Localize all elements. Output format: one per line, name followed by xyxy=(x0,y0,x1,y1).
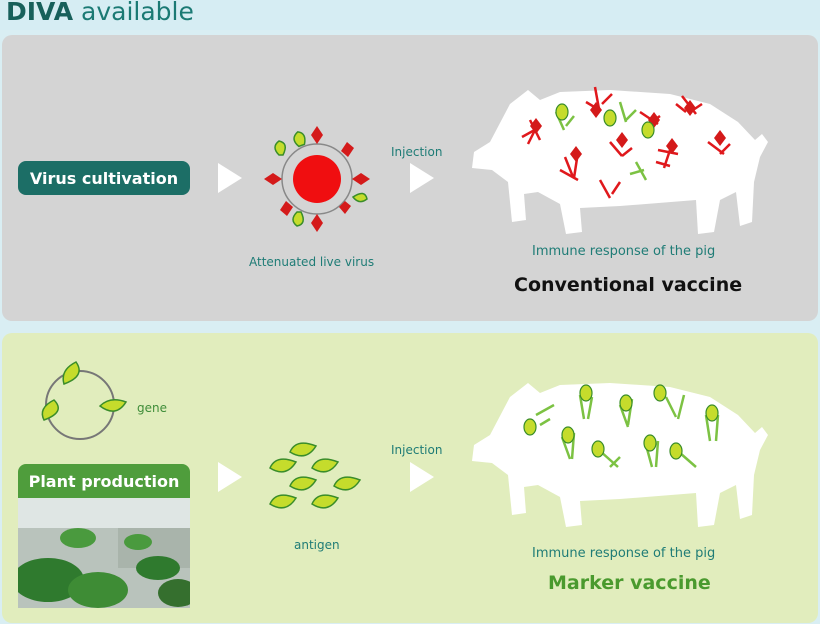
header-bar: DIVA available xyxy=(0,0,820,30)
antigen-leaf-icon xyxy=(269,442,362,509)
injection-label-top: Injection xyxy=(391,145,443,159)
antigen-label: antigen xyxy=(294,538,340,552)
immune-response-label-top: Immune response of the pig xyxy=(532,244,716,259)
plant-production-label: Plant production xyxy=(18,464,190,498)
page-title: DIVA available xyxy=(6,0,194,26)
gene-label: gene xyxy=(137,401,167,415)
pig-icon xyxy=(472,383,768,527)
title-bold: DIVA xyxy=(6,0,74,26)
arrow-icon xyxy=(410,462,434,492)
gene-cycle-icon xyxy=(41,361,128,440)
marker-vaccine-title: Marker vaccine xyxy=(548,572,711,594)
plant-photo xyxy=(18,498,190,608)
arrow-icon xyxy=(218,462,242,492)
pig-icon xyxy=(472,86,768,234)
conventional-vaccine-title: Conventional vaccine xyxy=(514,274,743,296)
virus-icon xyxy=(264,126,370,232)
arrow-icon xyxy=(410,163,434,193)
arrow-icon xyxy=(218,163,242,193)
injection-label-bottom: Injection xyxy=(391,443,443,457)
immune-response-label-bottom: Immune response of the pig xyxy=(532,546,716,561)
virus-label: Attenuated live virus xyxy=(249,255,375,269)
plant-photo-art xyxy=(18,498,190,608)
title-rest: available xyxy=(81,0,194,26)
virus-cultivation-label: Virus cultivation xyxy=(18,161,190,195)
